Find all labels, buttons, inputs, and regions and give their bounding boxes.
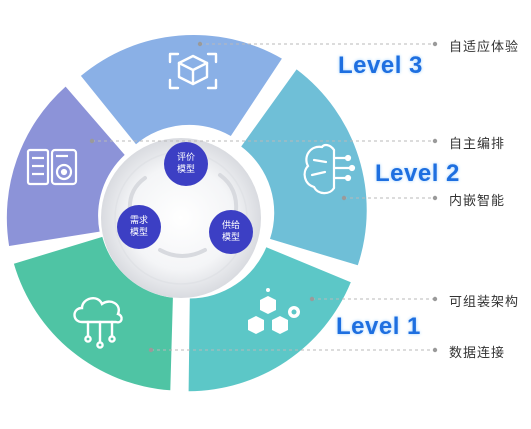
evaluation-model-node xyxy=(164,142,208,186)
cube-arrows-icon xyxy=(168,52,218,90)
cycle-arrow xyxy=(158,248,207,258)
evaluation-model-label: 评价模型 xyxy=(176,153,195,175)
level-1-label: Level 1 xyxy=(336,313,421,340)
ring-segment-right xyxy=(241,69,367,266)
supply-model-label: 供给模型 xyxy=(221,221,240,243)
hexagon-gear-icon xyxy=(248,288,300,334)
leader-dot xyxy=(341,195,347,201)
ring-segment-top xyxy=(80,34,282,145)
leader-dot xyxy=(432,41,438,47)
caption-autonomous-orchestration: 自主编排 xyxy=(449,137,506,152)
leader-dot xyxy=(309,296,315,302)
cloud-network-icon xyxy=(73,297,123,349)
leader-dot xyxy=(148,347,154,353)
server-disk-icon xyxy=(26,148,78,186)
caption-composable-architecture: 可组装架构 xyxy=(449,295,520,310)
ring-segment-bottom-right xyxy=(188,247,351,392)
leader-dot xyxy=(197,41,203,47)
demand-model-node xyxy=(117,205,161,249)
caption-adaptive-experience: 自适应体验 xyxy=(449,40,520,55)
leader-dot xyxy=(89,138,95,144)
level-3-label: Level 3 xyxy=(338,52,423,79)
caption-embedded-intelligence: 内嵌智能 xyxy=(449,194,506,209)
leader-dot xyxy=(432,296,438,302)
leader-dot xyxy=(432,347,438,353)
caption-data-connection: 数据连接 xyxy=(449,346,506,361)
leader-dot xyxy=(432,138,438,144)
supply-model-node xyxy=(209,210,253,254)
demand-model-label: 需求模型 xyxy=(129,216,148,238)
level-2-label: Level 2 xyxy=(375,160,460,187)
brain-circuit-icon xyxy=(303,143,356,195)
cycle-arrow xyxy=(218,173,239,214)
ring-segment-bottom-left xyxy=(13,236,173,391)
leader-dot xyxy=(432,195,438,201)
